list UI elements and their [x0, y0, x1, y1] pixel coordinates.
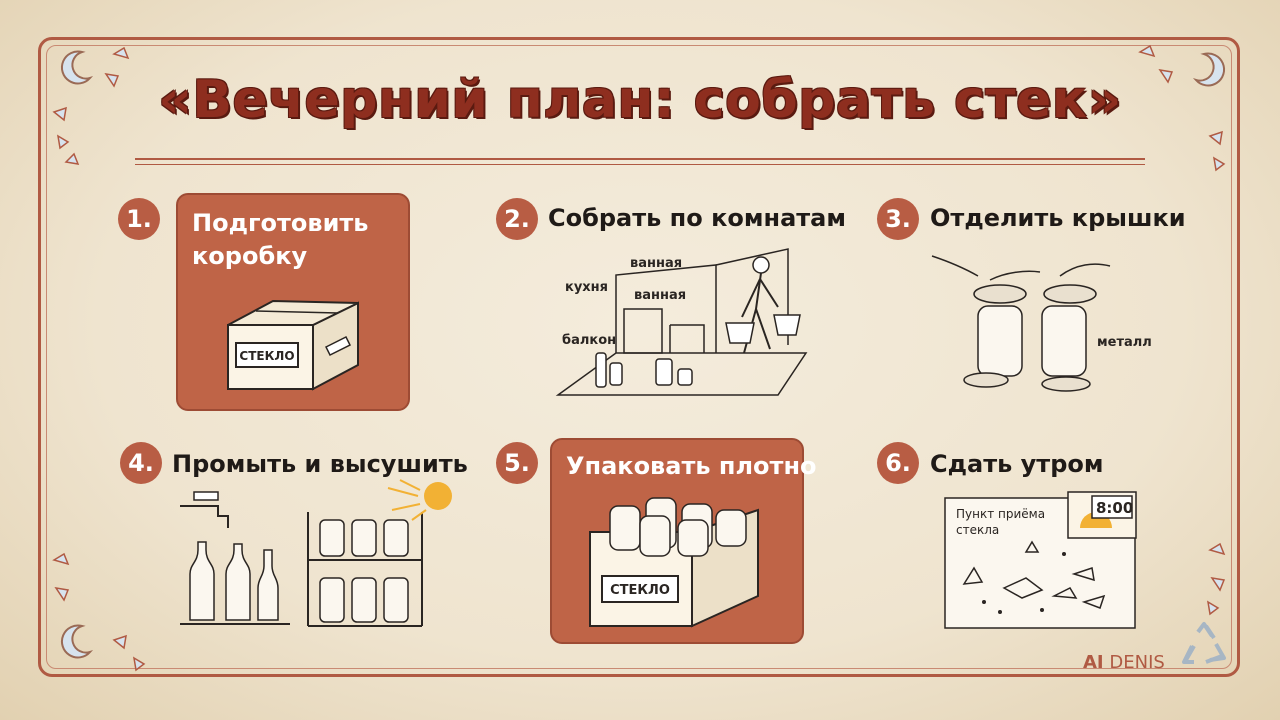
room-label: балкон [562, 333, 617, 348]
step-label-4: Промыть и высушить [172, 450, 468, 478]
moon-icon [60, 624, 94, 659]
collection-point-icon [944, 491, 1137, 629]
step-number-4: 4. [120, 442, 162, 484]
title-rule [135, 164, 1145, 165]
step-number-6: 6. [877, 442, 919, 484]
brand-prefix: AI [1083, 652, 1104, 673]
page-title: «Вечерний план: собрать стек» [158, 70, 1122, 130]
step-label-6: Сдать утром [930, 450, 1104, 478]
time-label: 8:00 [1096, 499, 1134, 517]
woman-with-basket-icon [555, 248, 808, 396]
sun-icon [387, 479, 452, 521]
box-label: СТЕКЛО [239, 349, 294, 363]
metal-label: металл [1097, 335, 1152, 350]
box-label: СТЕКЛО [610, 583, 670, 598]
step-number-5: 5. [496, 442, 538, 484]
decor-shards [52, 552, 146, 672]
moon-icon [1192, 52, 1226, 87]
decor-shards [1138, 44, 1226, 172]
inner-frame [46, 45, 1232, 669]
brand-logo: AI DENIS [1083, 652, 1165, 673]
step-number-2: 2. [496, 198, 538, 240]
packed-box-icon: СТЕКЛО [589, 497, 759, 628]
step-label-1: Подготовить коробку [192, 209, 369, 270]
title-rule [135, 158, 1145, 160]
jars-with-lids-icon [931, 255, 1111, 392]
step-number-3: 3. [877, 198, 919, 240]
step-card-1: Подготовить коробку СТЕКЛО [176, 193, 410, 411]
room-label: кухня [565, 280, 609, 295]
box-icon: СТЕКЛО [227, 299, 359, 391]
step-label-3: Отделить крышки [930, 204, 1186, 232]
brand-name: DENIS [1109, 652, 1165, 673]
room-label: ванная [634, 288, 687, 303]
step-card-5: Упаковать плотно СТЕКЛО [550, 438, 817, 644]
step-label-5: Упаковать плотно [566, 452, 817, 480]
moon-icon [60, 50, 94, 85]
decor-shards [52, 46, 130, 165]
recycle-icon [1182, 622, 1226, 664]
step-label-2: Собрать по комнатам [548, 204, 846, 232]
step-number-1: 1. [118, 198, 160, 240]
room-label: ванная [630, 256, 683, 271]
decor-shards [1206, 542, 1226, 616]
faucet-bottles-icon [180, 491, 423, 627]
collection-sign: Пункт приёма стекла [956, 507, 1046, 537]
outer-frame [38, 37, 1240, 677]
